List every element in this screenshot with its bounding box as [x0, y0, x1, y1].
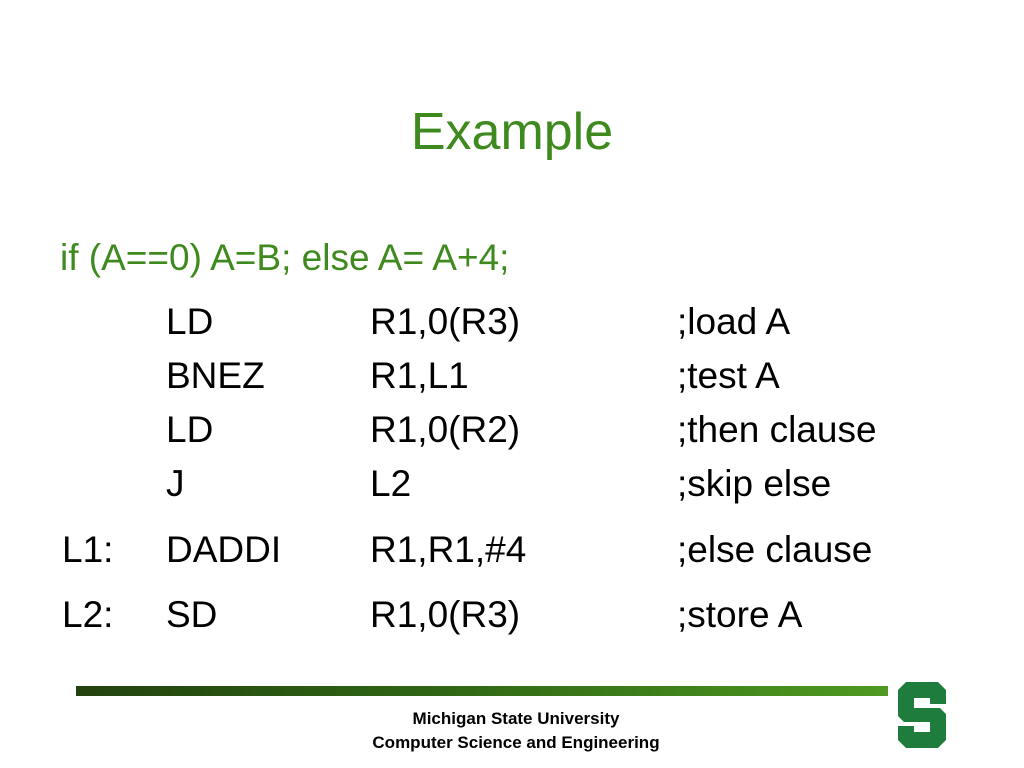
- code-opcode: DADDI: [166, 529, 282, 570]
- code-operands: R1,L1: [370, 355, 469, 396]
- footer-text: Michigan State University Computer Scien…: [316, 707, 716, 755]
- slide-title: Example: [410, 103, 614, 161]
- code-row: BNEZ R1,L1 ;test A: [0, 354, 1024, 398]
- code-opcode: LD: [166, 409, 214, 450]
- code-comment: ;skip else: [677, 463, 832, 504]
- code-row: L2: SD R1,0(R3) ;store A: [0, 593, 1024, 637]
- code-comment: ;load A: [677, 301, 791, 342]
- code-row: J L2 ;skip else: [0, 462, 1024, 506]
- footer-department: Computer Science and Engineering: [372, 733, 660, 752]
- code-comment: ;test A: [677, 355, 780, 396]
- code-operands: L2: [370, 463, 412, 504]
- code-operands: R1,0(R3): [370, 594, 521, 635]
- msu-spartan-s-logo-icon: [890, 676, 954, 756]
- footer-university: Michigan State University: [412, 709, 620, 728]
- code-row: L1: DADDI R1,R1,#4 ;else clause: [0, 528, 1024, 572]
- code-comment: ;store A: [677, 594, 803, 635]
- code-row: LD R1,0(R2) ;then clause: [0, 408, 1024, 452]
- code-opcode: J: [166, 463, 185, 504]
- code-opcode: SD: [166, 594, 218, 635]
- code-opcode: LD: [166, 301, 214, 342]
- footer-divider: [76, 686, 888, 696]
- code-operands: R1,0(R2): [370, 409, 521, 450]
- code-label: L2:: [62, 594, 114, 635]
- code-label: L1:: [62, 529, 114, 570]
- code-operands: R1,0(R3): [370, 301, 521, 342]
- code-comment: ;then clause: [677, 409, 877, 450]
- code-condition-line: if (A==0) A=B; else A= A+4;: [60, 237, 510, 278]
- code-comment: ;else clause: [677, 529, 873, 570]
- code-row: LD R1,0(R3) ;load A: [0, 300, 1024, 344]
- code-operands: R1,R1,#4: [370, 529, 527, 570]
- code-opcode: BNEZ: [166, 355, 265, 396]
